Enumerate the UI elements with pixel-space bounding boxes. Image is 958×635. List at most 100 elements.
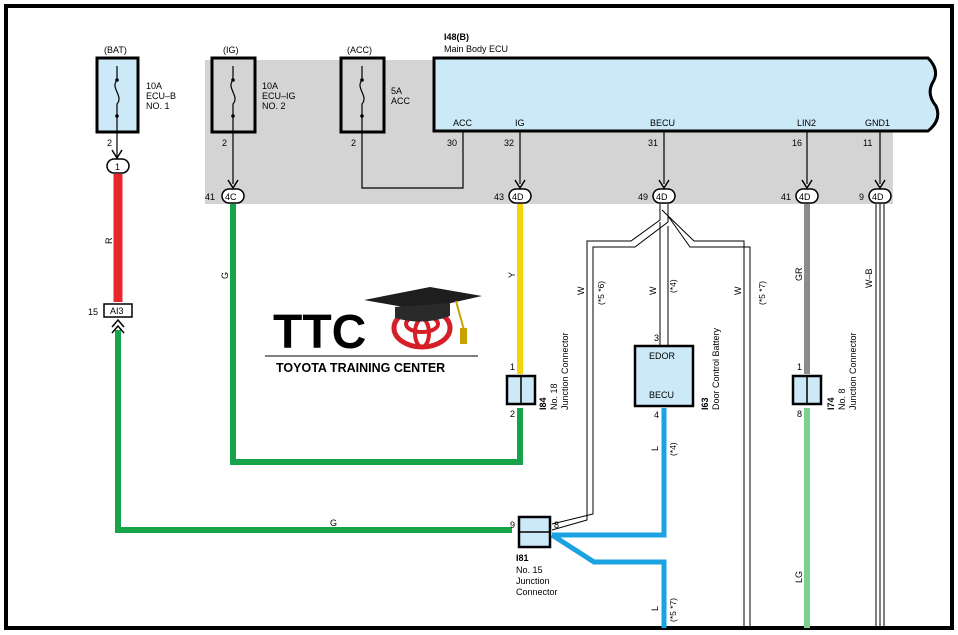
svg-text:4D: 4D: [872, 192, 884, 202]
ecu-pin-16: 16: [792, 138, 802, 148]
wire-label-g1: G: [220, 272, 230, 279]
svg-text:ECU–IG: ECU–IG: [262, 91, 296, 101]
wire-note-l2: (*5 *7): [668, 598, 678, 622]
ecu-name: Main Body ECU: [444, 44, 508, 54]
ecu-terminal-becu: BECU: [650, 118, 675, 128]
svg-text:(BAT): (BAT): [104, 45, 127, 55]
svg-text:1: 1: [115, 162, 120, 172]
svg-text:Junction Connector: Junction Connector: [560, 332, 570, 410]
svg-text:(ACC): (ACC): [347, 45, 372, 55]
ecu-pin-32: 32: [504, 138, 514, 148]
i63-door-control-battery: 3 EDOR BECU 4 I63 Door Control Battery: [633, 327, 721, 420]
svg-text:No. 8: No. 8: [837, 388, 847, 410]
bat-connector: 1: [106, 149, 130, 174]
fuse-acc: (ACC) 5A ACC 2: [339, 45, 411, 148]
ecu-id: I48(B): [444, 32, 469, 42]
svg-text:4C: 4C: [225, 192, 237, 202]
svg-text:2: 2: [222, 138, 227, 148]
svg-text:3: 3: [654, 333, 659, 343]
junction-43-4d: 43 4D: [494, 179, 532, 204]
svg-text:4: 4: [654, 410, 659, 420]
wire-green-lower: [115, 330, 512, 533]
logo-subtitle: TOYOTA TRAINING CENTER: [276, 361, 445, 375]
i74-junction-connector: 1 8 I74 No. 8 Junction Connector: [791, 332, 858, 419]
ecu-terminal-gnd1: GND1: [865, 118, 890, 128]
wire-note-w2: (*4): [668, 279, 678, 293]
junction-49-4d: 49 4D: [638, 179, 676, 204]
svg-text:8: 8: [797, 409, 802, 419]
wire-label-y: Y: [507, 272, 517, 278]
wire-label-l1: L: [650, 446, 660, 451]
ecu-terminal-lin2: LIN2: [797, 118, 816, 128]
svg-text:AI3: AI3: [110, 306, 124, 316]
ecu-terminal-ig: IG: [515, 118, 525, 128]
svg-text:41: 41: [781, 192, 791, 202]
wire-label-w2: W: [648, 286, 658, 295]
svg-text:1: 1: [510, 362, 515, 372]
ttc-logo: TTC TOYOTA TRAINING CENTER: [265, 287, 482, 375]
wire-note-w3: (*5 *7): [757, 281, 767, 305]
junction-41-4d: 41 4D: [781, 179, 819, 204]
svg-text:43: 43: [494, 192, 504, 202]
svg-text:9: 9: [859, 192, 864, 202]
svg-text:BECU: BECU: [649, 390, 674, 400]
svg-text:Junction Connector: Junction Connector: [848, 332, 858, 410]
svg-text:8: 8: [554, 520, 559, 530]
svg-text:EDOR: EDOR: [649, 351, 676, 361]
ecu-pin-11: 11: [863, 138, 872, 148]
ai3-connector: 15 AI3: [88, 303, 133, 334]
i81-junction-connector: 9 8 I81 No. 15 Junction Connector: [510, 515, 559, 597]
svg-text:2: 2: [510, 409, 515, 419]
wire-acc-loop: [361, 124, 464, 189]
svg-text:4D: 4D: [799, 192, 811, 202]
ecu-terminal-acc: ACC: [453, 118, 473, 128]
wire-label-g2: G: [330, 518, 337, 528]
wire-note-w1: (*5 *6): [596, 281, 606, 305]
svg-text:15: 15: [88, 307, 98, 317]
fuse-bat: (BAT) 10A ECU–B NO. 1 2: [95, 45, 176, 148]
wire-white-wb: [875, 204, 885, 628]
ecu-pin-30: 30: [447, 138, 457, 148]
svg-text:Connector: Connector: [516, 587, 558, 597]
svg-text:NO. 2: NO. 2: [262, 101, 286, 111]
i84-junction-connector: 1 2 I84 No. 18 Junction Connector: [505, 332, 570, 419]
svg-text:I84: I84: [538, 397, 548, 410]
wire-note-l1: (*4): [668, 442, 678, 456]
wire-label-lg: LG: [794, 571, 804, 583]
junction-41-4c: 41 4C: [205, 179, 245, 204]
svg-text:4D: 4D: [512, 192, 524, 202]
junction-9-4d: 9 4D: [859, 179, 892, 204]
svg-text:NO. 1: NO. 1: [146, 101, 170, 111]
svg-text:I74: I74: [826, 397, 836, 410]
logo-title: TTC: [273, 306, 366, 359]
svg-text:10A: 10A: [262, 81, 278, 91]
svg-text:I63: I63: [700, 397, 710, 410]
svg-text:No. 18: No. 18: [549, 383, 559, 410]
svg-text:ECU–B: ECU–B: [146, 91, 176, 101]
svg-text:Junction: Junction: [516, 576, 550, 586]
wire-white-w1: [551, 204, 669, 531]
svg-text:1: 1: [797, 362, 802, 372]
wire-label-r: R: [104, 237, 114, 244]
svg-text:5A: 5A: [391, 86, 402, 96]
svg-text:(IG): (IG): [223, 45, 239, 55]
wire-label-w1: W: [576, 286, 586, 295]
svg-text:No. 15: No. 15: [516, 565, 543, 575]
svg-text:2: 2: [351, 138, 356, 148]
fuse-ig: (IG) 10A ECU–IG NO. 2 2: [210, 45, 296, 148]
double-chevron-icon: [111, 318, 125, 334]
svg-text:2: 2: [107, 138, 112, 148]
svg-text:Door Control Battery: Door Control Battery: [711, 327, 721, 410]
wire-green-upper: [230, 204, 523, 465]
wire-blue-lower: [550, 532, 667, 628]
graduation-cap-icon: [364, 287, 482, 344]
wire-white-w2: [659, 222, 669, 346]
wire-label-l2: L: [650, 606, 660, 611]
main-body-ecu-box: [432, 56, 940, 133]
wire-label-w3: W: [733, 286, 743, 295]
svg-text:41: 41: [205, 192, 215, 202]
wire-label-gr: GR: [794, 267, 804, 281]
ecu-pin-31: 31: [648, 138, 658, 148]
